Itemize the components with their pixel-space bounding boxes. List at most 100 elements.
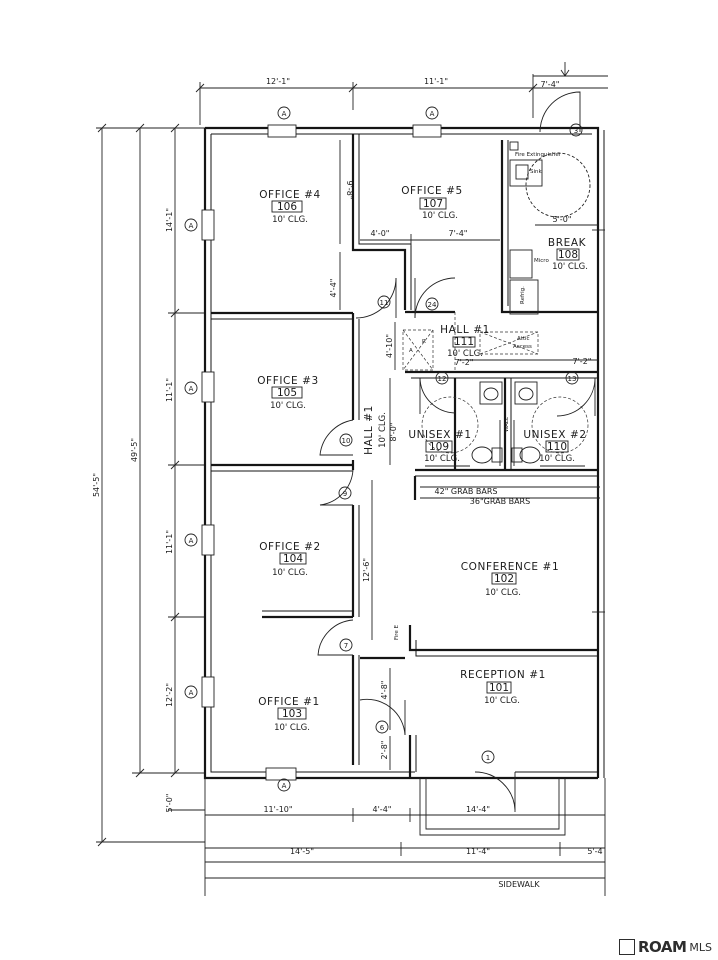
svg-text:10' CLG.: 10' CLG. <box>485 588 521 598</box>
svg-text:10' CLG.: 10' CLG. <box>552 262 588 272</box>
svg-text:103: 103 <box>282 708 302 720</box>
svg-text:11'-1": 11'-1" <box>165 378 174 402</box>
svg-text:9: 9 <box>343 490 347 498</box>
svg-text:7'-2": 7'-2" <box>573 357 592 366</box>
svg-text:106: 106 <box>277 201 297 213</box>
svg-text:10' CLG.: 10' CLG. <box>378 412 388 448</box>
svg-text:101: 101 <box>489 682 509 694</box>
svg-text:OFFICE #1: OFFICE #1 <box>258 696 320 708</box>
svg-text:A: A <box>189 385 194 393</box>
window-tags: A A A A A A A <box>184 106 439 792</box>
svg-text:102: 102 <box>494 573 514 585</box>
svg-text:12'-2": 12'-2" <box>165 683 174 707</box>
svg-text:UNISEX #1: UNISEX #1 <box>408 429 471 441</box>
svg-text:10' CLG.: 10' CLG. <box>484 696 520 706</box>
svg-text:CONFERENCE #1: CONFERENCE #1 <box>461 561 560 573</box>
svg-text:A: A <box>282 110 287 118</box>
svg-text:10' CLG.: 10' CLG. <box>422 211 458 221</box>
svg-text:108: 108 <box>558 249 578 261</box>
svg-text:WALL: WALL <box>504 416 510 432</box>
room-label-office1: OFFICE #1 103 10' CLG. <box>258 696 320 733</box>
room-label-unisex2: UNISEX #2 110 10' CLG. <box>523 429 586 464</box>
grab-bar-lines <box>420 486 600 499</box>
break-fixtures <box>509 141 591 315</box>
windows <box>201 124 442 781</box>
svg-text:24: 24 <box>428 301 437 309</box>
svg-text:RECEPTION #1: RECEPTION #1 <box>460 669 546 681</box>
svg-text:11'-4": 11'-4" <box>466 847 490 856</box>
svg-text:A: A <box>282 782 287 790</box>
svg-text:A: A <box>409 348 413 354</box>
svg-text:110: 110 <box>547 441 567 453</box>
svg-text:10' CLG.: 10' CLG. <box>274 723 310 733</box>
svg-text:105: 105 <box>277 387 297 399</box>
svg-text:Sink: Sink <box>530 169 543 175</box>
room-label-conference: CONFERENCE #1 102 10' CLG. <box>461 561 560 598</box>
svg-text:7: 7 <box>344 642 348 650</box>
svg-text:49'-5": 49'-5" <box>130 438 139 462</box>
svg-text:36"GRAB BARS: 36"GRAB BARS <box>470 497 530 506</box>
svg-text:3: 3 <box>574 127 578 135</box>
svg-text:Access: Access <box>513 344 532 350</box>
svg-text:HALL #1: HALL #1 <box>440 324 490 336</box>
svg-text:12'-1": 12'-1" <box>266 77 290 86</box>
svg-text:Refrig.: Refrig. <box>520 286 526 304</box>
room-label-office2: OFFICE #2 104 10' CLG. <box>259 541 320 578</box>
svg-text:42" GRAB BARS: 42" GRAB BARS <box>435 487 498 496</box>
interior-walls <box>211 134 598 778</box>
attic-access <box>402 312 539 372</box>
svg-text:4'-4": 4'-4" <box>373 805 392 814</box>
svg-text:1: 1 <box>486 754 490 762</box>
roam-logo-icon <box>618 939 635 955</box>
svg-text:Fire Extinguisher: Fire Extinguisher <box>515 152 562 158</box>
svg-text:10' CLG.: 10' CLG. <box>272 568 308 578</box>
svg-text:104: 104 <box>283 553 303 565</box>
room-label-break: BREAK 108 10' CLG. <box>548 237 588 272</box>
svg-text:Micro: Micro <box>534 258 549 264</box>
svg-text:10' CLG.: 10' CLG. <box>447 349 483 359</box>
roam-mls-watermark: ROAM MLS <box>618 938 712 956</box>
svg-text:SIDEWALK: SIDEWALK <box>498 880 540 889</box>
svg-text:10: 10 <box>342 437 351 445</box>
svg-text:12: 12 <box>438 375 447 383</box>
svg-text:2'-8": 2'-8" <box>380 741 389 760</box>
room-label-reception: RECEPTION #1 101 10' CLG. <box>460 669 546 706</box>
svg-text:5'-4: 5'-4 <box>587 847 602 856</box>
room-label-office5: OFFICE #5 107 10' CLG. <box>401 185 462 221</box>
svg-text:11: 11 <box>380 299 389 307</box>
dimension-lines-bottom <box>204 778 606 896</box>
svg-text:R: R <box>422 339 426 345</box>
svg-text:Fire E: Fire E <box>394 624 400 640</box>
svg-text:4'-4": 4'-4" <box>329 279 338 298</box>
watermark-bold-text: ROAM <box>637 938 687 956</box>
svg-text:14'-1": 14'-1" <box>165 208 174 232</box>
dimension-texts: 12'-1" 11'-1" 7'-4" 14'-1" 11'-1" 11'-1"… <box>92 77 603 856</box>
room-label-hall1-vertical: HALL #1 10' CLG. <box>363 405 388 455</box>
svg-text:A: A <box>189 222 194 230</box>
svg-text:6: 6 <box>380 724 385 732</box>
svg-text:OFFICE #4: OFFICE #4 <box>259 189 321 201</box>
svg-text:7'-2": 7'-2" <box>455 358 474 367</box>
door-tags: 3 11 24 12 13 10 9 7 6 1 <box>338 123 583 764</box>
svg-text:UNISEX #2: UNISEX #2 <box>523 429 586 441</box>
room-label-office3: OFFICE #3 105 10' CLG. <box>257 375 319 411</box>
watermark-small-text: MLS <box>689 940 712 954</box>
svg-text:107: 107 <box>423 198 443 210</box>
restroom-fixtures <box>421 381 589 467</box>
svg-text:11'-10": 11'-10" <box>263 805 292 814</box>
dimension-lines-left <box>96 123 205 847</box>
svg-text:4'-10": 4'-10" <box>385 334 394 358</box>
svg-text:A: A <box>189 537 194 545</box>
dimension-lines-top <box>195 62 608 125</box>
svg-text:OFFICE #3: OFFICE #3 <box>257 375 319 387</box>
svg-text:10' CLG.: 10' CLG. <box>539 454 575 464</box>
interior-dimension-lines <box>339 140 598 770</box>
svg-text:54'-5": 54'-5" <box>92 473 101 497</box>
svg-text:109: 109 <box>429 441 449 453</box>
svg-text:13: 13 <box>568 375 577 383</box>
svg-text:A: A <box>189 689 194 697</box>
room-label-office4: OFFICE #4 106 10' CLG. <box>259 189 321 225</box>
svg-text:HALL #1: HALL #1 <box>363 405 375 455</box>
fixture-notes: Fire Extinguisher Sink Micro Refrig. Att… <box>394 152 562 889</box>
